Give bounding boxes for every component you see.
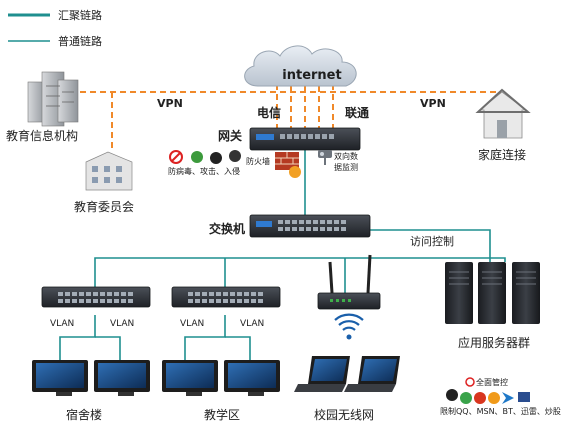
legend: 汇聚链路 普通链路: [8, 8, 102, 48]
education-institution-icon: [27, 71, 79, 127]
app-control-apps: 限制QQ、MSN、BT、迅雷、炒股: [440, 407, 561, 416]
stock-icon: [518, 392, 530, 402]
bt-icon: [474, 392, 486, 404]
teaching-computers: [162, 360, 280, 396]
legend-normal-label: 普通链路: [58, 34, 102, 48]
firewall-label: 防火墙: [246, 157, 270, 166]
server-rack: [445, 262, 540, 324]
internet-label: internet: [282, 68, 341, 83]
access-switch-dormitory: [41, 286, 151, 308]
legend-aggregation-label: 汇聚链路: [58, 8, 102, 22]
vlan-label: VLAN: [240, 319, 265, 329]
xunlei-icon: [502, 392, 514, 404]
app-control-icons: [446, 389, 530, 404]
core-switch-label: 交换机: [209, 222, 246, 236]
education-committee-label: 教育委员会: [74, 200, 135, 214]
internet-cloud: internet: [244, 45, 357, 87]
gateway-label: 网关: [218, 129, 243, 143]
access-control-label: 访问控制: [410, 235, 454, 248]
education-committee-icon: [85, 151, 133, 191]
access-switch-teaching: [171, 286, 281, 308]
qq-icon: [446, 389, 458, 401]
wifi-signal-icon: [334, 313, 364, 340]
wireless-laptops: [294, 356, 400, 392]
msn-icon: [460, 392, 472, 404]
gateway-protection-label: 防病毒、攻击、入侵: [168, 167, 240, 176]
app-control-title: 全面管控: [476, 378, 508, 387]
vpn-label-left: VPN: [157, 97, 183, 110]
antivirus-icons: [169, 150, 241, 164]
monitoring-label-line2: 据监测: [334, 163, 358, 172]
home-label: 家庭连接: [478, 148, 527, 162]
lan-links: [59, 150, 506, 360]
vpn-label-right: VPN: [420, 97, 446, 110]
bomb-icon: [210, 152, 222, 164]
core-switch: [249, 214, 371, 238]
servers-label: 应用服务器群: [458, 336, 531, 350]
firewall-icon: [275, 152, 301, 178]
thunder-icon: [488, 392, 500, 404]
dormitory-label: 宿舍楼: [66, 408, 103, 422]
isp-telecom-label: 电信: [257, 106, 282, 120]
isp-unicom-label: 联通: [345, 106, 370, 120]
virus-icon: [191, 151, 203, 163]
teaching-label: 教学区: [204, 408, 241, 422]
gateway-device: [249, 127, 361, 151]
education-institution-label: 教育信息机构: [6, 129, 79, 143]
wireless-label: 校园无线网: [314, 408, 375, 422]
hacker-icon: [229, 150, 241, 162]
camera-icon: [318, 150, 332, 165]
no-entry-small-icon: [465, 377, 475, 387]
dormitory-computers: [32, 360, 150, 396]
vlan-label: VLAN: [180, 319, 205, 329]
monitoring-label-line1: 双向数: [334, 152, 358, 161]
vlan-label: VLAN: [50, 319, 75, 329]
wireless-ap: [317, 254, 381, 310]
home-icon: [475, 88, 531, 139]
vlan-label: VLAN: [110, 319, 135, 329]
